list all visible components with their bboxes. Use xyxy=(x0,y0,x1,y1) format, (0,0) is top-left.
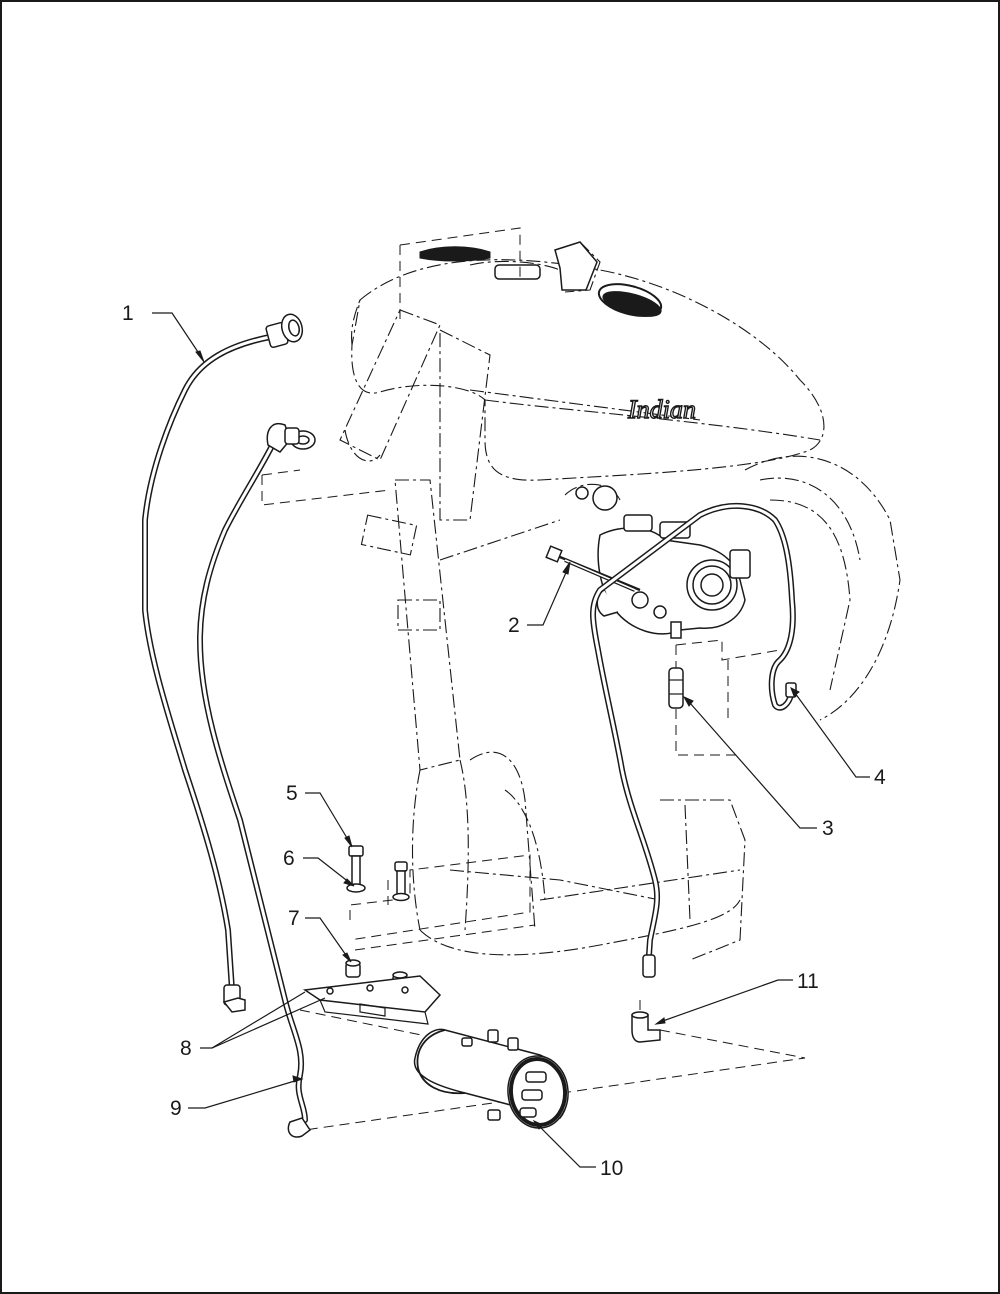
callout-11: 11 xyxy=(797,970,819,993)
purge-hose-main xyxy=(590,502,797,978)
part-3-connector xyxy=(668,667,684,709)
callout-5: 5 xyxy=(286,782,298,805)
callout-9: 9 xyxy=(170,1097,182,1120)
throttle-body-assembly xyxy=(545,485,751,639)
motorcycle-frame-phantom xyxy=(339,241,901,961)
callout-8: 8 xyxy=(180,1037,192,1060)
part-11-elbow-fitting xyxy=(631,1011,661,1043)
callout-3: 3 xyxy=(822,817,834,840)
part-9-vent-hose xyxy=(197,423,316,1138)
indian-logo: Indian xyxy=(627,395,696,424)
part-1-vent-hose xyxy=(142,313,304,1013)
callout-labels: 1 2 3 4 5 6 7 8 9 10 11 xyxy=(122,302,886,1180)
callout-7: 7 xyxy=(288,907,300,930)
callout-leaders xyxy=(152,312,870,1168)
callout-2: 2 xyxy=(508,614,520,637)
part-5-6-fasteners xyxy=(346,845,410,902)
callout-1: 1 xyxy=(122,302,134,325)
part-8-mounting-bracket xyxy=(302,975,442,1025)
callout-4: 4 xyxy=(874,766,886,789)
fuel-cap-parts xyxy=(419,241,663,317)
callout-10: 10 xyxy=(600,1157,623,1180)
callout-6: 6 xyxy=(283,847,295,870)
part-10-evap-canister xyxy=(413,1028,569,1129)
